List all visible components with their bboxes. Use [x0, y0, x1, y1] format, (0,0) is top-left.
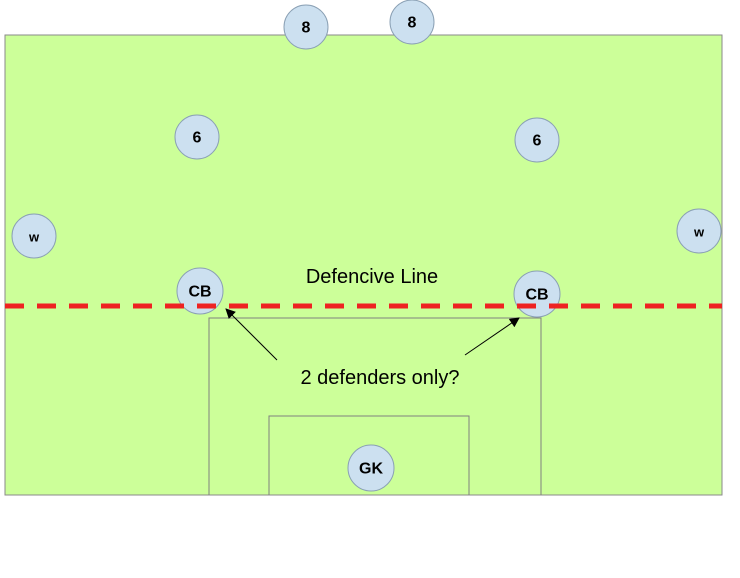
player-dm-left-marker	[174, 114, 220, 160]
player-wing-left-marker	[11, 213, 57, 259]
defensive-line-label: Defencive Line	[306, 266, 438, 288]
player-cb-right-label: CB	[525, 287, 548, 304]
player-dm-right-marker	[514, 117, 560, 163]
player-wing-right-label: w	[693, 225, 705, 240]
player-cm-left-label: 8	[302, 20, 311, 37]
question-annotation: 2 defenders only?	[300, 367, 459, 389]
player-cm-left-marker	[283, 4, 329, 50]
player-wing-left-label: w	[28, 230, 40, 245]
player-cb-left-marker	[176, 267, 224, 315]
arrow-to-right-cb	[464, 317, 520, 356]
player-gk-label: GK	[359, 461, 383, 478]
player-gk-marker	[347, 444, 395, 492]
pitch	[4, 34, 723, 496]
penalty-area	[208, 317, 542, 495]
player-cm-right-label: 8	[408, 15, 417, 32]
player-cm-right-marker	[389, 0, 435, 45]
player-dm-right-label: 6	[533, 133, 542, 150]
player-dm-left-label: 6	[193, 130, 202, 147]
player-wing-right-marker	[676, 208, 722, 254]
goal-area	[268, 415, 470, 495]
player-cb-left-label: CB	[188, 284, 211, 301]
arrow-to-left-cb	[225, 308, 278, 361]
